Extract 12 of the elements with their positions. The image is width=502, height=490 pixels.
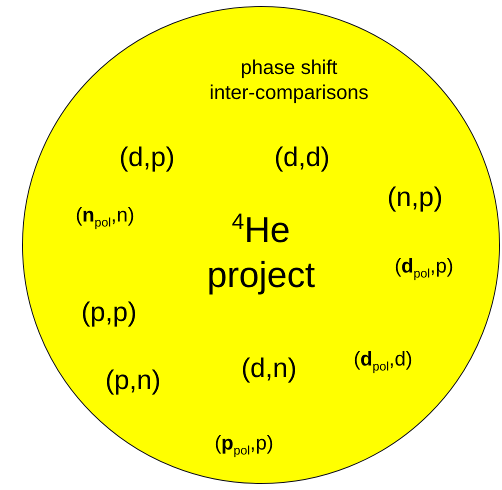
reaction-label: (d$_{pol}$,p) <box>394 254 454 282</box>
center-title: $^{4}$He project <box>206 208 316 297</box>
reaction-label: (d,n) <box>241 352 297 386</box>
reaction-label: (d,d) <box>274 141 330 174</box>
heading-text: phase shift inter-comparisons <box>208 56 370 106</box>
reaction-label: (p$_{pol}$,p) <box>214 431 274 459</box>
reaction-label: (p,n) <box>105 364 161 398</box>
reaction-label: (n$_{pol}$,n) <box>76 203 134 231</box>
reaction-label: (n,p) <box>387 181 443 214</box>
reaction-label: (d,p) <box>119 141 175 174</box>
reaction-label: (p,p) <box>81 296 137 330</box>
reaction-label: (d$_{pol}$,d) <box>354 347 412 375</box>
